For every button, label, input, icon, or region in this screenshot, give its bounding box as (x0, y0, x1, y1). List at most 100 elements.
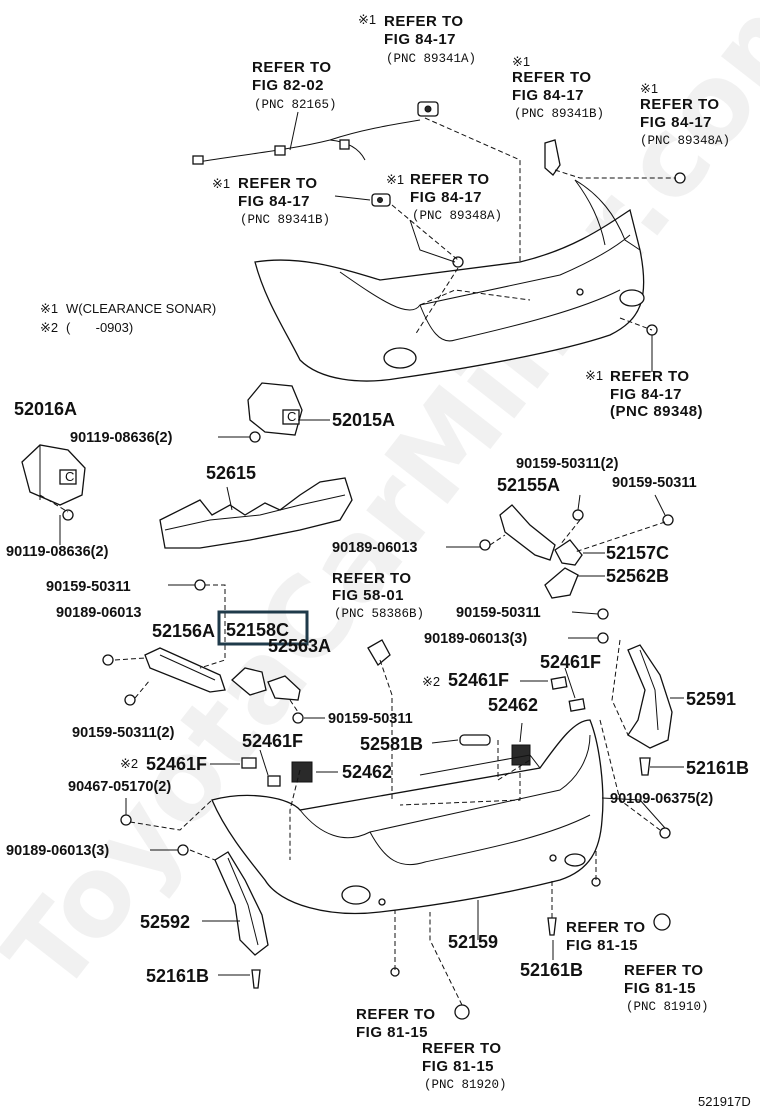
ref2-line2: FIG 82-02 (252, 77, 324, 94)
ref7-line2: FIG 84-17 (610, 386, 682, 403)
label-52461F-l-b: 52461F (146, 754, 207, 774)
label-52591: 52591 (686, 689, 736, 709)
mudguard-52592 (214, 851, 269, 956)
ref5-line2: FIG 84-17 (238, 193, 310, 210)
clip-90189-r1 (479, 539, 491, 551)
clip-90109 (659, 827, 671, 839)
mudguard-52591 (627, 644, 673, 749)
label-52161B-center: 52161B (520, 960, 583, 980)
clip-52161B-right (639, 757, 651, 776)
mark-52461F-l-b: ※2 (120, 756, 138, 771)
note1-mark: ※1 (40, 301, 58, 316)
ref1-mark: ※1 (358, 12, 376, 27)
ref4-line1: REFER TO (640, 96, 720, 113)
pad-52461F-b (568, 698, 586, 712)
label-52615: 52615 (206, 463, 256, 483)
ref5-pnc: (PNC 89341B) (240, 213, 330, 227)
ref1-pnc: (PNC 89341A) (386, 52, 476, 66)
sonar-clip-far-right (674, 172, 686, 184)
clip-90189-left (102, 654, 114, 666)
label-52157C: 52157C (606, 543, 669, 563)
ref12-line1: REFER TO (422, 1040, 502, 1057)
ref7-pnc: (PNC 89348) (610, 403, 703, 420)
ref3-mark: ※1 (512, 54, 530, 69)
label-52158C[interactable]: 52158C (226, 620, 289, 640)
label-90189-l-a: 90189-06013 (56, 605, 141, 621)
ref10-pnc: (PNC 81910) (626, 1000, 709, 1014)
ref7-mark: ※1 (585, 368, 603, 383)
ref10-line1: REFER TO (624, 962, 704, 979)
clip-90159-mid (292, 712, 304, 724)
clip-90159-left (194, 579, 206, 591)
clip-90119-bottom (62, 509, 74, 521)
ref12-line2: FIG 81-15 (422, 1058, 494, 1075)
label-90159-r-b: 90159-50311 (612, 475, 697, 491)
note2-mark: ※2 (40, 320, 58, 335)
clip-90119-top (249, 431, 261, 443)
mark-52461F-r-a: ※2 (422, 674, 440, 689)
label-52563A: 52563A (268, 636, 331, 656)
bracket-52016A: C (21, 444, 86, 506)
pad-52461F-c (241, 757, 257, 769)
sonar-bracket-right (544, 139, 561, 176)
clip-90467 (120, 814, 132, 826)
bracket-52157C (554, 539, 583, 566)
svg-text:C: C (65, 469, 74, 484)
label-90159-r-c: 90159-50311 (456, 605, 541, 621)
ref5-mark: ※1 (212, 176, 230, 191)
clip-90189-d (177, 844, 189, 856)
label-52156A: 52156A (152, 621, 215, 641)
ref1-line2: FIG 84-17 (384, 31, 456, 48)
sonar-clip-mid (452, 256, 464, 268)
ref8-line1: REFER TO (332, 570, 412, 587)
clip-81920 (454, 1004, 470, 1020)
bracket-52015A: C (247, 382, 303, 436)
ref8-line2: FIG 58-01 (332, 587, 404, 604)
label-52461F-r-a: 52461F (448, 670, 509, 690)
ref9-line2: FIG 81-15 (566, 937, 638, 954)
ref6-mark: ※1 (386, 172, 404, 187)
bracket-52156A (144, 647, 226, 693)
sonar-sensor-top (417, 101, 439, 117)
ref9-line1: REFER TO (566, 919, 646, 936)
label-52461F-l-a: 52461F (242, 731, 303, 751)
pad-52461F-a (550, 676, 568, 690)
label-52016A: 52016A (14, 399, 77, 419)
clip-90159-r2 (662, 514, 674, 526)
label-52462-b: 52462 (342, 762, 392, 782)
label-52562B: 52562B (606, 566, 669, 586)
label-90159-l-b: 90159-50311(2) (72, 725, 175, 741)
label-90159-mid: 90159-50311 (328, 711, 413, 727)
label-90119-top: 90119-08636(2) (70, 430, 173, 446)
figure-id: 521917D (698, 1094, 751, 1109)
ref3-line2: FIG 84-17 (512, 87, 584, 104)
ref12-pnc: (PNC 81920) (424, 1078, 507, 1092)
bracket-52562B (544, 567, 579, 599)
label-90159-r-a: 90159-50311(2) (516, 456, 619, 472)
label-52015A: 52015A (332, 410, 395, 430)
label-90119-bottom: 90119-08636(2) (6, 544, 109, 560)
wire-harness (192, 119, 421, 165)
pad-52462-b (291, 761, 313, 783)
label-90467: 90467-05170(2) (68, 779, 171, 795)
label-90109: 90109-06375(2) (610, 791, 713, 807)
ref8-pnc: (PNC 58386B) (334, 607, 424, 621)
note1-text: W(CLEARANCE SONAR) (66, 301, 216, 316)
ref4-pnc: (PNC 89348A) (640, 134, 730, 148)
highlight-box-52158C[interactable] (217, 610, 309, 646)
ref7-line1: REFER TO (610, 368, 690, 385)
sonar-sensor-left (371, 193, 391, 207)
clip-90159-left-bottom (124, 694, 136, 706)
ref2-pnc: (PNC 82165) (254, 98, 337, 112)
label-52581B: 52581B (360, 734, 423, 754)
label-52161B-right: 52161B (686, 758, 749, 778)
clip-90159-r1 (572, 509, 584, 521)
label-52461F-r-b: 52461F (540, 652, 601, 672)
rear-bumper-52159 (211, 719, 604, 915)
ref11-line2: FIG 81-15 (356, 1024, 428, 1041)
clip-52161B-center (547, 917, 557, 936)
label-90189-r-a: 90189-06013 (332, 540, 417, 556)
ref6-line2: FIG 84-17 (410, 189, 482, 206)
clip-52161B-left (251, 969, 261, 989)
